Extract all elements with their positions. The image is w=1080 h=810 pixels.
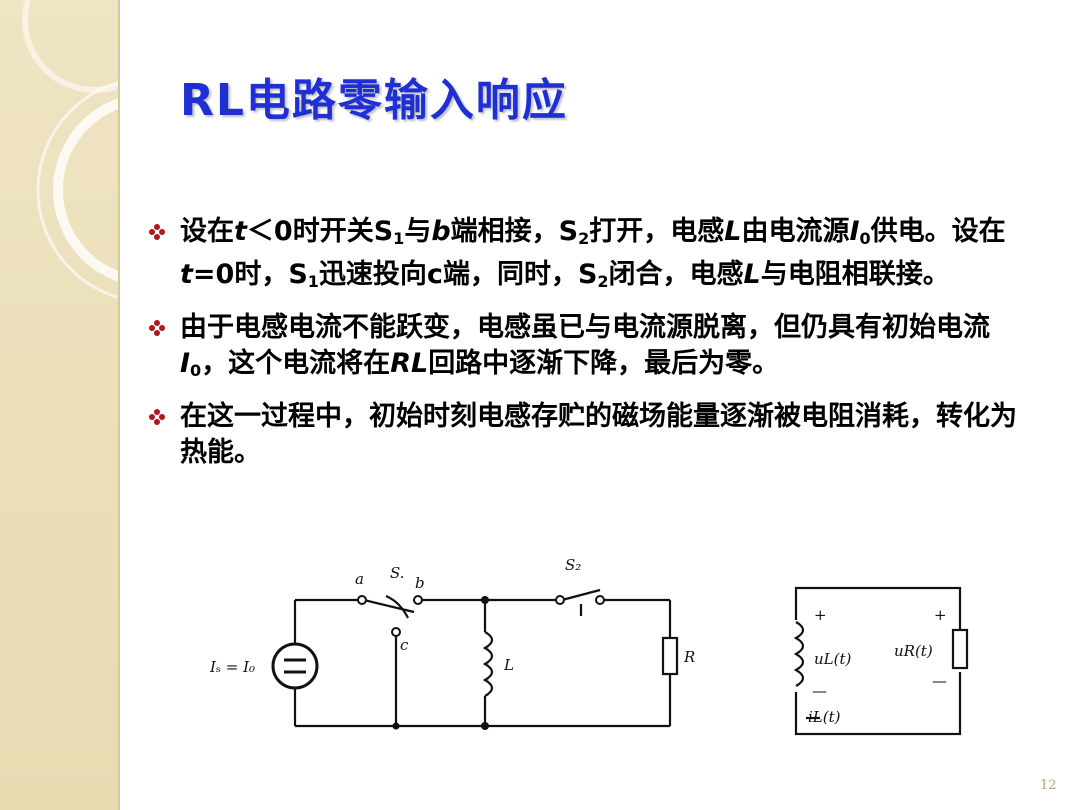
source-label: Iₛ = I₀ [209, 658, 255, 676]
plus-left-label: + [814, 606, 827, 624]
var-b: b [431, 216, 451, 247]
var-s: S [577, 259, 598, 290]
diamond-bullet-icon [149, 409, 165, 425]
text: 与 [404, 216, 432, 247]
text: ，这个电流将在 [201, 348, 391, 379]
terminal-b-label: b [415, 574, 425, 592]
sidebar-rings [22, 0, 120, 300]
diamond-bullet-icon [149, 320, 165, 336]
subscript: 1 [393, 229, 405, 248]
diamond-bullet-icon [149, 224, 165, 240]
resistor-voltage-label: uR(t) [894, 642, 933, 660]
sidebar-decoration [0, 0, 120, 810]
plus-right-label: + [934, 606, 947, 624]
var-l: L [743, 259, 761, 290]
text: 在这一过程中，初始时刻电感存贮的磁场能量逐渐被电阻消耗，转化为热能。 [180, 401, 1017, 468]
minus-left-label: — [812, 682, 827, 700]
text: 与电阻相联接。 [760, 259, 950, 290]
var-i: I [180, 348, 191, 379]
inductor-voltage-label: uL(t) [814, 650, 852, 668]
rl-circuit-diagram: a S. b S₂ c Iₛ = I₀ L R [209, 556, 695, 730]
text: 闭合，电感 [608, 259, 744, 290]
current-source-icon [271, 642, 319, 690]
bullet-item: 设在t＜0时开关S1与b端相接，S2打开，电感L由电流源I0供电。设在t=0时，… [148, 214, 1028, 300]
text: 打开，电感 [589, 216, 725, 247]
text: 迅速投向c端，同时， [318, 259, 578, 290]
text: 回路中逐渐下降，最后为零。 [428, 348, 780, 379]
text: =0时， [192, 259, 289, 290]
subscript: 0 [859, 229, 871, 248]
var-s: S [558, 216, 579, 247]
subscript: 1 [307, 272, 319, 291]
terminal-c-label: c [400, 636, 409, 654]
subscript: 2 [597, 272, 609, 291]
var-rl: RL [390, 348, 429, 379]
minus-right-label: — [932, 672, 947, 690]
slide-title: RL电路零输入响应 [180, 75, 568, 126]
subscript: 0 [190, 361, 202, 380]
var-l: L [724, 216, 742, 247]
text: 供电。设在 [870, 216, 1006, 247]
resistor-label: R [683, 648, 695, 666]
switch-s2-label: S₂ [565, 556, 581, 574]
var-t: t [234, 216, 247, 247]
var-s: S [288, 259, 308, 290]
var-i: I [849, 216, 860, 247]
subscript: 2 [578, 229, 590, 248]
text: 由电流源 [741, 216, 850, 247]
var-t: t [180, 259, 193, 290]
page-number: 12 [1040, 778, 1057, 793]
text: 设在 [180, 216, 234, 247]
var-s: S [373, 216, 394, 247]
terminal-a-label: a [355, 570, 364, 588]
text: 由于电感电流不能跃变，电感虽已与电流源脱离，但仍具有初始电流 [180, 312, 990, 343]
bullet-list: 设在t＜0时开关S1与b端相接，S2打开，电感L由电流源I0供电。设在t=0时，… [148, 214, 1028, 481]
text: ＜0时开关 [246, 216, 374, 247]
bullet-item: 由于电感电流不能跃变，电感虽已与电流源脱离，但仍具有初始电流 I0，这个电流将在R… [148, 310, 1028, 389]
inductor-current-label: iL(t) [808, 708, 841, 726]
text: 端相接， [450, 216, 559, 247]
switch-s1-label: S. [390, 564, 405, 582]
inductor-label: L [503, 656, 514, 674]
equivalent-rl-circuit: + + uL(t) uR(t) — — iL(t) [793, 586, 969, 736]
bullet-item: 在这一过程中，初始时刻电感存贮的磁场能量逐渐被电阻消耗，转化为热能。 [148, 399, 1028, 471]
